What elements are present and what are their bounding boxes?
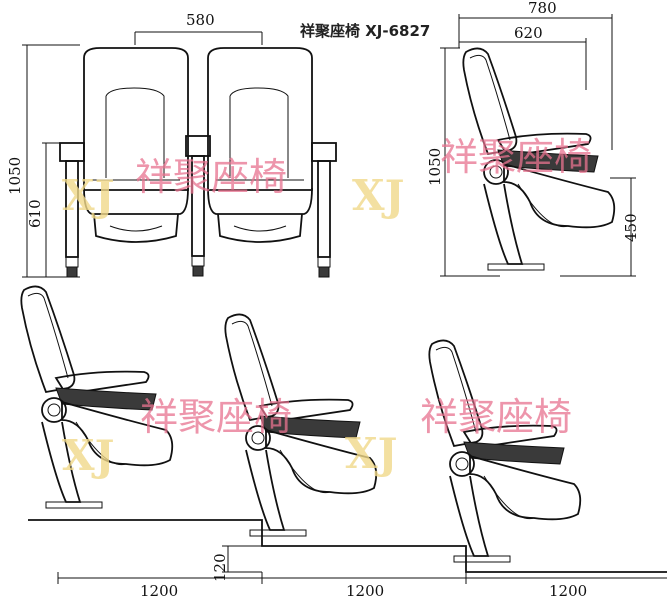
watermark-text-4: 祥聚座椅 [420, 395, 572, 439]
row-spacing-1: 1200 [140, 582, 178, 600]
row-spacing-3: 1200 [549, 582, 587, 600]
watermark-text-2: 祥聚座椅 [440, 135, 592, 179]
watermarks: XJ 祥聚座椅 XJ 祥聚座椅 XJ 祥聚座椅 XJ 祥聚座椅 [62, 135, 592, 480]
watermark-logo-3: XJ [62, 431, 114, 480]
front-arm-height-label: 610 [26, 199, 44, 228]
front-view: 580 1050 610 [6, 11, 337, 278]
side-seat-depth-label: 620 [514, 24, 543, 42]
watermark-logo-2: XJ [352, 171, 404, 220]
side-depth-label: 780 [528, 0, 557, 17]
row-spacing-2: 1200 [346, 582, 384, 600]
watermark-text-3: 祥聚座椅 [140, 395, 292, 439]
side-height-label: 1050 [426, 148, 444, 186]
side-view: 780 620 1050 450 [426, 0, 640, 277]
drawing-title: 祥聚座椅 XJ-6827 [300, 22, 430, 40]
front-width-label: 580 [186, 11, 215, 29]
watermark-logo-4: XJ [345, 429, 397, 478]
watermark-text-1: 祥聚座椅 [135, 155, 287, 199]
front-height-label: 1050 [6, 157, 24, 195]
watermark-logo-1: XJ [62, 171, 114, 220]
step-height-label: 120 [211, 553, 229, 582]
row-view: 120 1200 1200 1200 [20, 285, 667, 600]
side-seat-height-label: 450 [622, 213, 640, 242]
